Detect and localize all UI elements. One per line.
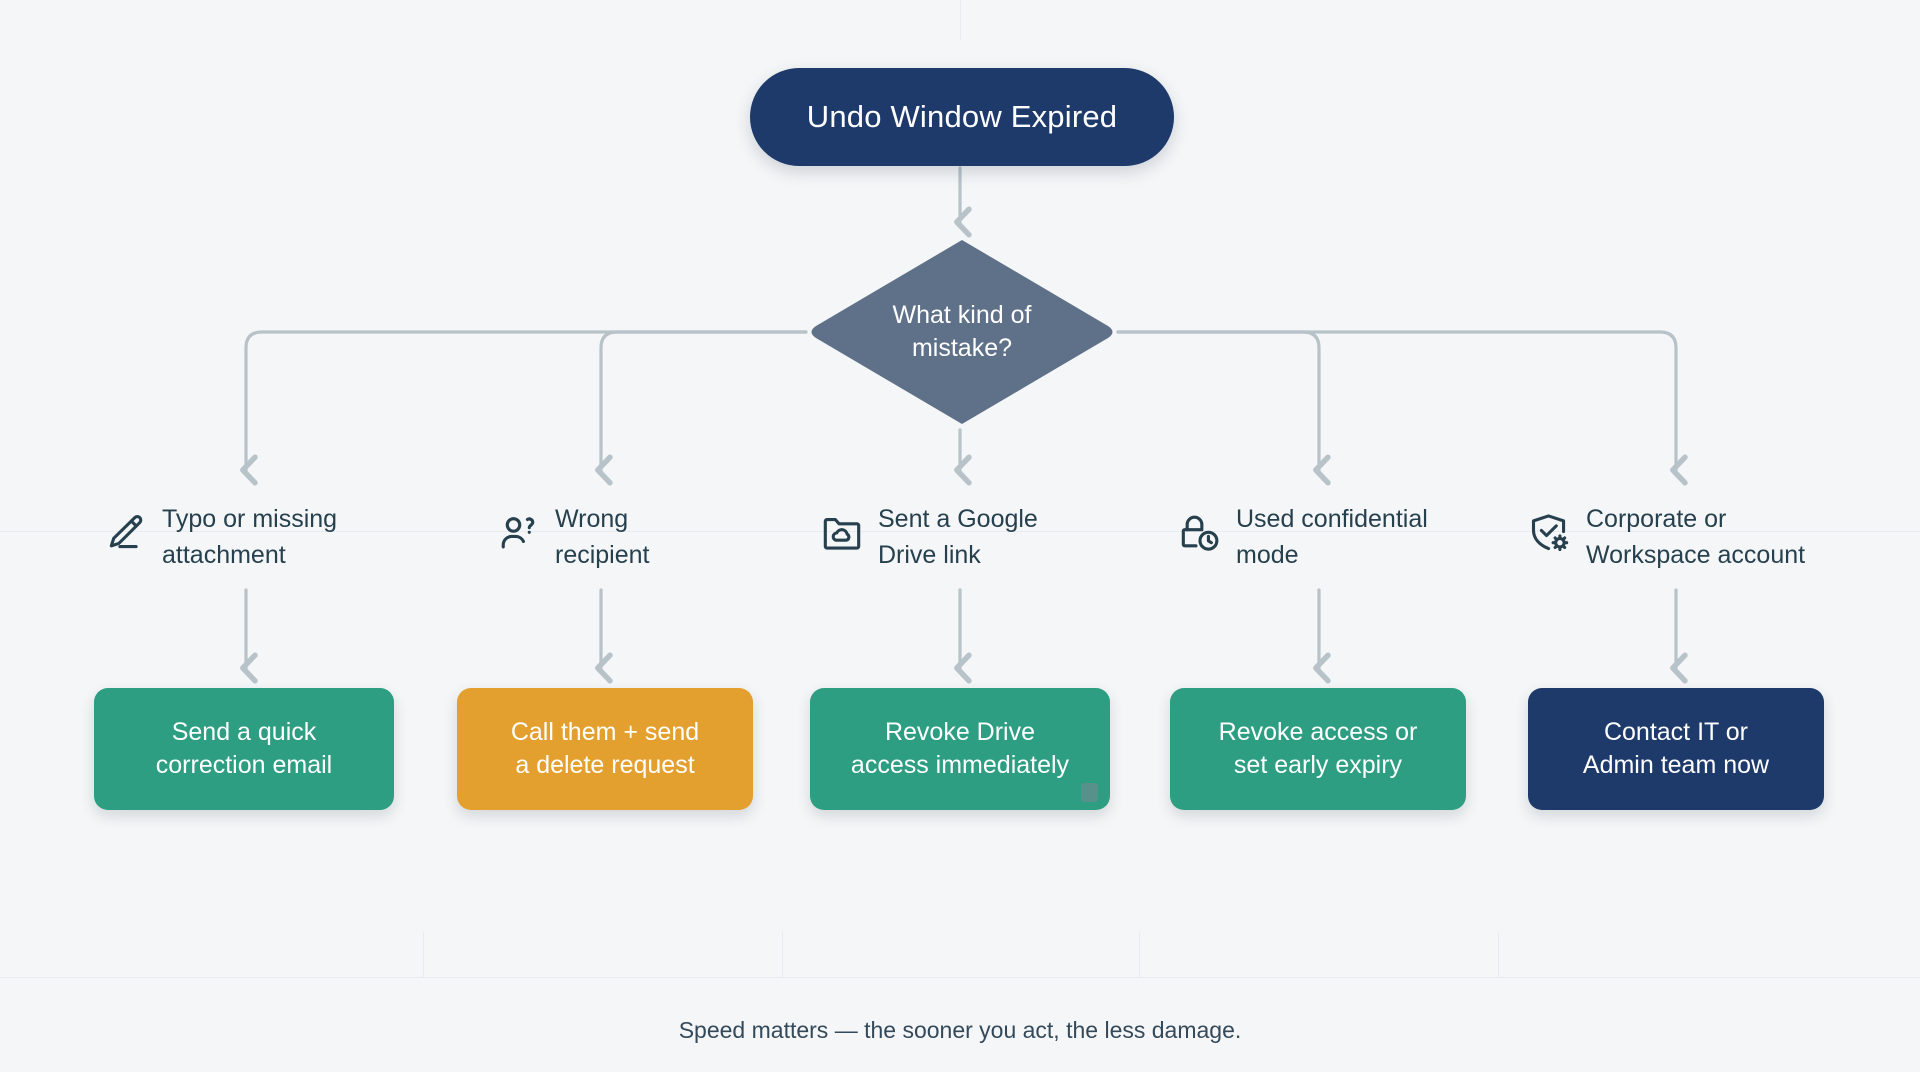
- branch-category-label: Corporate or Workspace account: [1586, 505, 1806, 569]
- action-box-label: Contact IT or Admin team now: [1582, 717, 1770, 780]
- grid-line-vertical: [1139, 932, 1140, 978]
- action-box-label: Revoke access or set early expiry: [1218, 717, 1418, 780]
- branch-category-1: Typo or missing attachment: [104, 502, 337, 573]
- branch-category-5: Corporate or Workspace account: [1528, 502, 1805, 573]
- diamond-shape: [811, 240, 1113, 424]
- shield-check-gear-icon: [1528, 511, 1572, 555]
- grid-line-vertical: [782, 932, 783, 978]
- action-box-5[interactable]: Contact IT or Admin team now: [1528, 688, 1824, 810]
- action-box-4[interactable]: Revoke access or set early expiry: [1170, 688, 1466, 810]
- branch-category-label: Sent a Google Drive link: [878, 505, 1038, 569]
- watermark-badge: [1081, 783, 1098, 802]
- branch-category-label: Used confidential mode: [1236, 505, 1428, 569]
- branch-category-2: Wrong recipient: [497, 502, 650, 573]
- branch-category-4: Used confidential mode: [1178, 502, 1428, 573]
- root-node[interactable]: Undo Window Expired: [750, 68, 1174, 166]
- branch-category-label: Wrong recipient: [555, 505, 650, 569]
- grid-line-horizontal: [0, 977, 1920, 978]
- pencil-icon: [104, 511, 148, 555]
- action-box-1[interactable]: Send a quick correction email: [94, 688, 394, 810]
- action-box-label: Revoke Drive access immediately: [850, 717, 1070, 780]
- action-box-label: Send a quick correction email: [155, 717, 333, 780]
- grid-line-vertical: [1498, 932, 1499, 978]
- grid-line-vertical: [423, 932, 424, 978]
- footer-caption: Speed matters — the sooner you act, the …: [678, 1017, 1242, 1043]
- action-box-label: Call them + send a delete request: [510, 717, 700, 780]
- action-box-2[interactable]: Call them + send a delete request: [457, 688, 753, 810]
- decision-node[interactable]: What kind of mistake?: [806, 234, 1118, 430]
- person-question-icon: [497, 511, 541, 555]
- folder-cloud-icon: [820, 511, 864, 555]
- root-node-label: Undo Window Expired: [806, 99, 1118, 134]
- grid-line-horizontal: [0, 531, 1920, 532]
- branch-category-label: Typo or missing attachment: [162, 505, 338, 569]
- action-box-3[interactable]: Revoke Drive access immediately: [810, 688, 1110, 810]
- branch-category-3: Sent a Google Drive link: [820, 502, 1038, 573]
- lock-clock-icon: [1178, 511, 1222, 555]
- grid-line-vertical: [960, 0, 961, 40]
